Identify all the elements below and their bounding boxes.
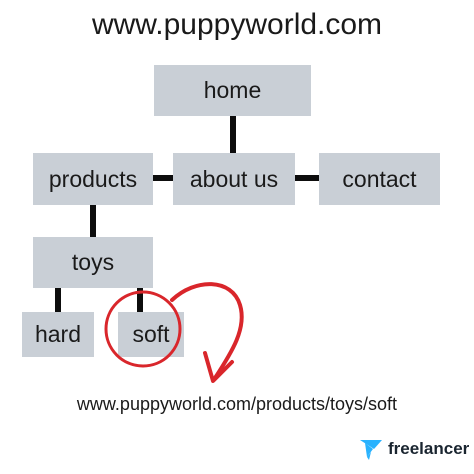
site-url-title: www.puppyworld.com [91,8,383,41]
node-toys: toys [33,237,153,288]
connector-toys-hard [55,288,61,312]
connector-products-aboutus [153,175,173,181]
connector-home-aboutus [230,116,236,153]
node-about-us-label: about us [189,165,279,192]
node-contact-label: contact [342,165,417,192]
resulting-url: www.puppyworld.com/products/toys/soft [76,394,398,414]
highlight-circle [104,290,182,368]
node-home: home [154,65,311,116]
node-soft-label: soft [132,321,170,347]
node-contact: contact [319,153,440,205]
node-toys-label: toys [71,249,115,275]
freelancer-logo: freelancer [358,436,469,462]
freelancer-bird-icon [360,440,382,460]
node-home-label: home [203,77,262,103]
node-about-us: about us [173,153,295,205]
node-products-label: products [48,165,138,192]
arrow-head-icon [203,351,234,383]
highlight-arrow [170,282,244,380]
node-products: products [33,153,153,205]
connector-products-toys [90,205,96,237]
connector-toys-soft [137,288,143,312]
node-hard-label: hard [34,321,82,347]
freelancer-wordmark: freelancer [388,439,470,458]
connector-aboutus-contact [295,175,319,181]
node-hard: hard [22,312,94,357]
